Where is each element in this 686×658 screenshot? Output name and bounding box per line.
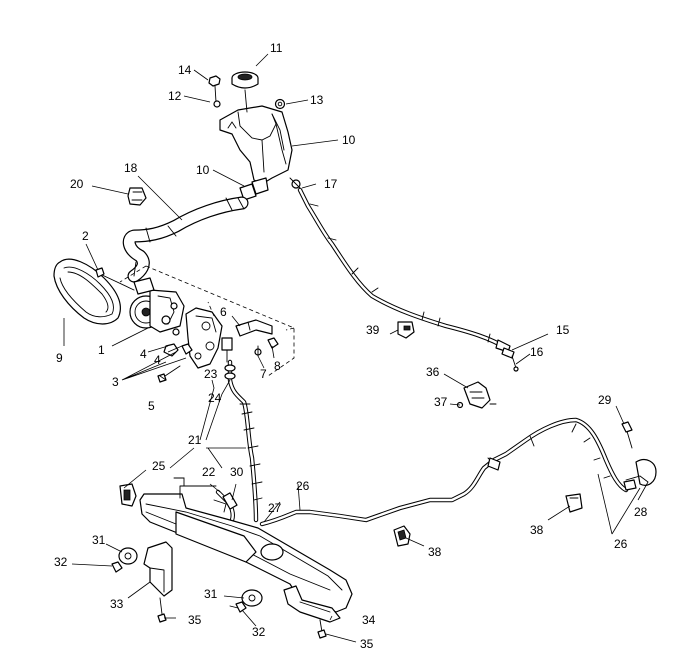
hose-clip-25 (119, 483, 137, 507)
mount-bracket-34 (283, 585, 341, 633)
callout-18: 18 (124, 161, 138, 175)
callout-24: 24 (208, 391, 222, 405)
callout-38b: 38 (530, 523, 544, 537)
callout-4: 4 (140, 347, 147, 361)
callout-15: 15 (556, 323, 570, 337)
pump-outlet-fitting (221, 337, 233, 363)
line-clip-38a (393, 525, 411, 547)
gear-bushing-31b (241, 589, 263, 607)
hose-clip-39 (397, 321, 415, 339)
callout-21: 21 (188, 433, 202, 447)
mount-bolt-35a (157, 613, 167, 623)
pressure-hose (224, 359, 263, 523)
callout-26: 26 (296, 479, 310, 493)
callout-13: 13 (310, 93, 324, 107)
assembly-outline (119, 265, 295, 377)
reservoir (219, 105, 293, 185)
callout-17: 17 (324, 177, 338, 191)
reservoir-return-hose (122, 196, 249, 283)
callout-39: 39 (366, 323, 380, 337)
callout-28: 28 (634, 505, 648, 519)
reservoir-grommet-13 (274, 98, 286, 110)
callout-32: 32 (54, 555, 68, 569)
callout-labels: 1 2 3 4 4 5 6 7 8 9 10 10 11 12 13 14 15… (54, 41, 648, 651)
gear-nut-32a (111, 561, 123, 573)
callout-35b: 35 (360, 637, 374, 651)
bracket-washer-3 (172, 328, 180, 336)
mount-bolt-35b (317, 629, 327, 639)
gear-bushing-31a (118, 547, 138, 565)
callout-10b: 10 (196, 163, 210, 177)
callout-16: 16 (530, 345, 544, 359)
callout-35: 35 (188, 613, 202, 627)
callout-32b: 32 (252, 625, 266, 639)
reservoir-cap (231, 71, 259, 113)
callout-6: 6 (220, 305, 227, 319)
callout-20: 20 (70, 177, 84, 191)
callout-10: 10 (342, 133, 356, 147)
gear-inlet-hose (215, 489, 238, 523)
callout-5: 5 (148, 399, 155, 413)
callout-31b: 31 (204, 587, 218, 601)
gear-nut-32b (229, 601, 247, 613)
callout-1: 1 (98, 343, 105, 357)
steering-gear (139, 477, 353, 613)
line-clip-38b (565, 493, 583, 513)
bracket-bolt-7 (254, 345, 262, 357)
drive-belt (53, 258, 121, 325)
callout-12: 12 (168, 89, 182, 103)
power-steering-pump (129, 261, 185, 333)
reservoir-bolt-14 (208, 75, 221, 108)
cooler-fitting (621, 421, 657, 491)
callout-31: 31 (92, 533, 106, 547)
callout-30: 30 (230, 465, 244, 479)
callout-23: 23 (204, 367, 218, 381)
bracket-bolt-8 (267, 337, 279, 349)
callout-3: 3 (112, 375, 119, 389)
callout-25: 25 (152, 459, 166, 473)
hose-clamp-20 (127, 187, 147, 206)
callout-33: 33 (110, 597, 124, 611)
callout-8: 8 (274, 359, 281, 373)
bracket-nut-4b (181, 343, 193, 355)
pump-bolt-2 (95, 267, 135, 291)
callout-14: 14 (178, 63, 192, 77)
callout-29: 29 (598, 393, 612, 407)
callout-22: 22 (202, 465, 216, 479)
hose-fitting-15-16 (501, 347, 519, 372)
line-clip-36 (463, 381, 497, 409)
return-line (259, 417, 629, 527)
callout-37: 37 (434, 395, 448, 409)
reservoir-outlet-fitting (239, 177, 303, 201)
callout-27: 27 (268, 501, 282, 515)
callout-36: 36 (426, 365, 440, 379)
hose-bracket-6 (235, 319, 273, 337)
callout-9: 9 (56, 351, 63, 365)
leader-lines (63, 53, 649, 643)
callout-26b: 26 (614, 537, 628, 551)
callout-38: 38 (428, 545, 442, 559)
mount-bracket-33 (143, 541, 173, 615)
callout-11: 11 (270, 41, 283, 55)
callout-2: 2 (82, 229, 89, 243)
bracket-bolt-5 (157, 365, 181, 383)
callout-34: 34 (362, 613, 376, 627)
callout-7: 7 (260, 367, 267, 381)
pump-bracket (185, 307, 223, 369)
callout-4b: 4 (154, 353, 161, 367)
reservoir-feed-hose (297, 187, 511, 353)
